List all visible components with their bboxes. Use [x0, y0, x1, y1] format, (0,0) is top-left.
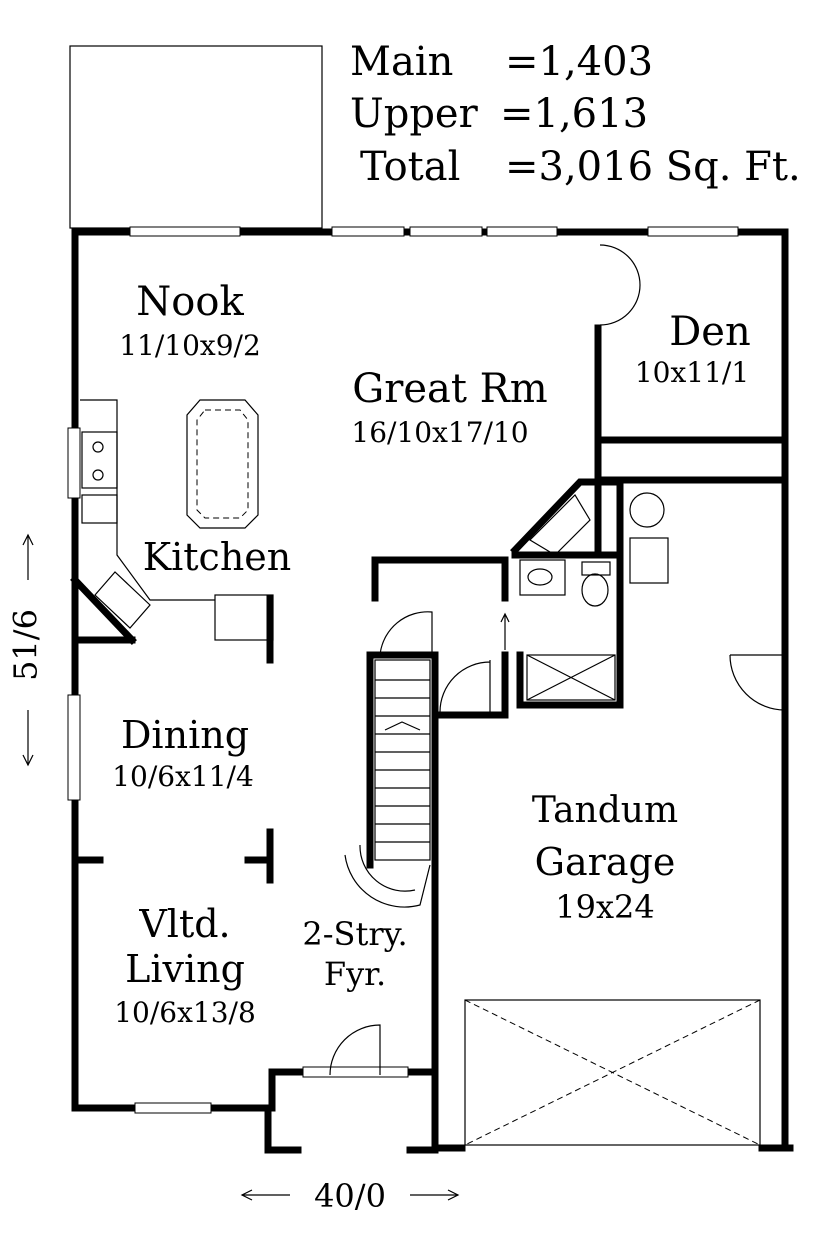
- width-label: 40/0: [314, 1177, 386, 1215]
- windows: [67, 226, 739, 1114]
- total-label: Total: [360, 144, 460, 190]
- area-summary: Main =1,403 Upper =1,613 Total =3,016 Sq…: [350, 39, 801, 190]
- total-value: =3,016 Sq. Ft.: [505, 144, 801, 190]
- living-size: 10/6x13/8: [114, 996, 256, 1029]
- kitchen-name: Kitchen: [143, 535, 292, 579]
- living-name-2: Living: [125, 947, 245, 991]
- dining-size: 10/6x11/4: [112, 760, 254, 793]
- den-name: Den: [669, 309, 751, 355]
- exterior-walls: [71, 228, 794, 1154]
- bath-fixtures: [519, 492, 669, 701]
- depth-dimension: 51/6: [7, 533, 45, 767]
- garage-size: 19x24: [555, 888, 654, 926]
- main-label: Main: [350, 39, 453, 85]
- foyer-name-1: 2-Stry.: [302, 915, 407, 953]
- nook-name: Nook: [136, 279, 244, 325]
- den-size: 10x11/1: [635, 356, 749, 389]
- garage-door: [464, 999, 761, 1146]
- garage-name-2: Garage: [535, 840, 676, 884]
- deck-outline: [69, 45, 323, 229]
- upper-value: =1,613: [500, 91, 648, 137]
- stairs: [344, 612, 510, 908]
- upper-label: Upper: [350, 91, 479, 137]
- foyer-name-2: Fyr.: [324, 955, 386, 993]
- width-dimension: 40/0: [240, 1177, 460, 1215]
- nook-size: 11/10x9/2: [119, 329, 261, 362]
- great-room-size: 16/10x17/10: [351, 416, 528, 449]
- living-name-1: Vltd.: [138, 902, 230, 946]
- dining-name: Dining: [121, 713, 249, 757]
- interior-walls: [71, 324, 789, 884]
- great-room-name: Great Rm: [352, 366, 547, 412]
- main-value: =1,403: [505, 39, 653, 85]
- garage-name-1: Tandum: [532, 790, 678, 831]
- kitchen-fixtures: [70, 399, 274, 645]
- depth-label: 51/6: [7, 609, 45, 681]
- doors: [329, 244, 786, 1076]
